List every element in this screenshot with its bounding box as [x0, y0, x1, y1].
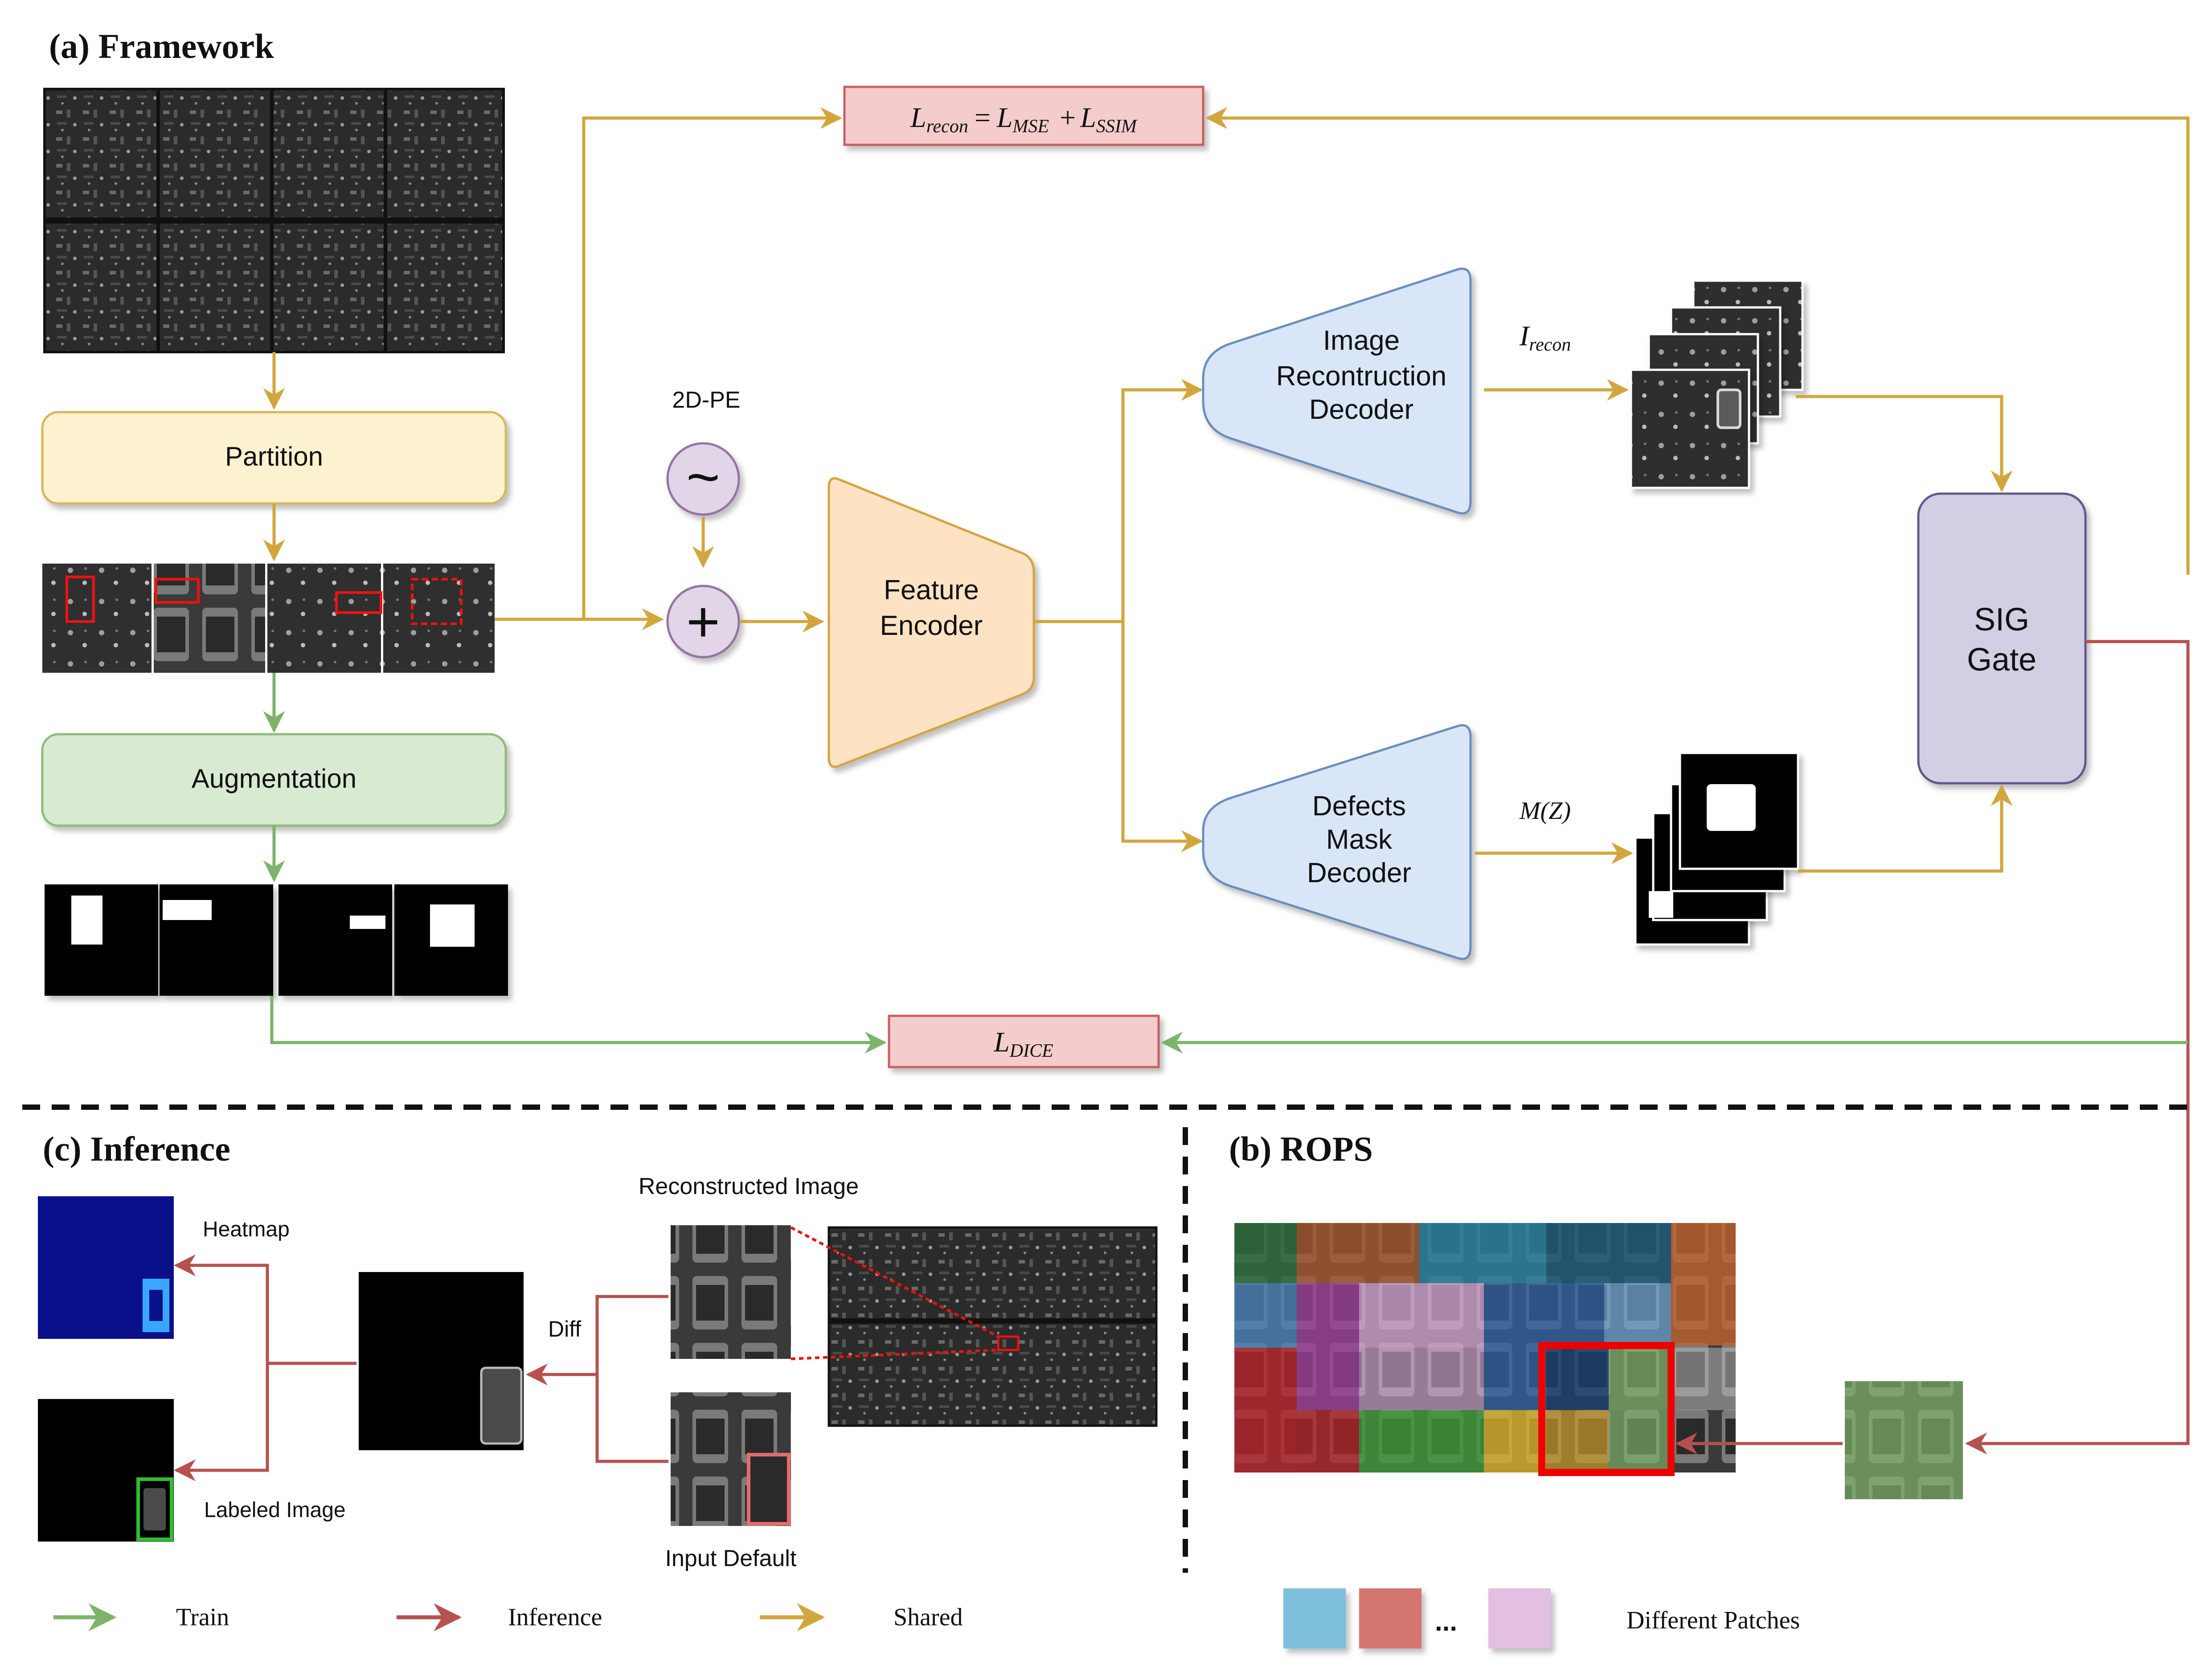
defect-mask-stack [1634, 752, 1799, 946]
partitioned-patches [42, 564, 495, 673]
train-legend-label: Train [176, 1603, 229, 1631]
patches-legend-label: Different Patches [1626, 1607, 1800, 1634]
image-decoder-label: Image [1323, 325, 1400, 356]
rops-patch-grid [1234, 1223, 1736, 1476]
labeled-image [38, 1399, 174, 1542]
augmentation-box: Augmentation [41, 733, 507, 827]
defects-mask-decoder: Defects Mask Decoder [1202, 724, 1472, 960]
inference-arrow [595, 1374, 668, 1463]
augmented-masks [45, 884, 508, 996]
partition-label: Partition [225, 442, 323, 471]
shared-arrow [1798, 784, 2013, 873]
defect-marker [335, 591, 382, 614]
encoder-label: Encoder [880, 610, 983, 641]
shared-arrow [1034, 379, 1203, 623]
reconstruction-loss-box: Lrecon=LMSE+LSSIM [843, 86, 1204, 146]
image-decoder-label: Decoder [1309, 394, 1413, 425]
defect-marker [66, 576, 95, 623]
image-reconstruction-decoder: Image Recontruction Decoder [1202, 267, 1472, 515]
shared-arrow [495, 107, 842, 621]
ellipsis: ... [1435, 1607, 1457, 1636]
dice-loss-box: LDICE [888, 1014, 1160, 1068]
shared-arrow [1796, 395, 2013, 492]
selected-patch-marker [1538, 1342, 1675, 1476]
input-default-image [671, 1392, 791, 1526]
mask-decoder-label: Mask [1326, 824, 1393, 855]
reconstructed-image-label: Reconstructed Image [639, 1174, 859, 1199]
inference-legend-label: Inference [508, 1603, 602, 1631]
sig-gate-label: SIG [1974, 602, 2029, 638]
sig-gate: SIG Gate [1917, 492, 2087, 785]
full-board-image [827, 1226, 1158, 1427]
patch-swatch-pink [1488, 1588, 1551, 1648]
inference-arrow [174, 1363, 269, 1481]
mask-decoder-label: Defects [1312, 791, 1406, 822]
add-node: + [666, 585, 740, 659]
augmentation-label: Augmentation [192, 764, 356, 794]
legend: Train Inference Shared ... Different Pat… [53, 1588, 1800, 1648]
heatmap-label: Heatmap [203, 1218, 290, 1241]
patch-swatch-red [1359, 1588, 1421, 1648]
shared-arrow [1121, 622, 1203, 852]
framework-title: (a) Framework [49, 27, 274, 65]
shared-arrow [1205, 107, 2190, 575]
zoom-region-marker [997, 1335, 1020, 1351]
inference-title: (c) Inference [43, 1129, 230, 1168]
labeled-image-label: Labeled Image [204, 1498, 346, 1522]
irecon-label: Irecon [1519, 320, 1571, 355]
positional-encoding-node: ~ [666, 442, 740, 516]
defect-marker [411, 578, 463, 625]
feature-encoder: Feature Encoder [827, 477, 1035, 768]
dice-loss-formula: LDICE [993, 1026, 1053, 1061]
inference-arrow [174, 1254, 356, 1365]
image-decoder-label: Recontruction [1276, 361, 1447, 392]
shared-legend-label: Shared [893, 1603, 963, 1631]
patch-swatch-blue [1283, 1588, 1346, 1648]
rops-title: (b) ROPS [1229, 1129, 1373, 1168]
zoom-connector [791, 1349, 999, 1360]
zoom-connector [790, 1226, 999, 1338]
encoder-label: Feature [884, 575, 979, 605]
partition-box: Partition [41, 411, 507, 505]
reconstructed-image-stack [1630, 279, 1804, 489]
train-arrow [270, 996, 887, 1054]
tilde-icon: ~ [686, 444, 720, 509]
sig-gate-label: Gate [1967, 642, 2036, 678]
input-default-label: Input Default [665, 1546, 797, 1571]
mask-output-label: M(Z) [1519, 797, 1571, 825]
reconstruction-loss-formula: Lrecon=LMSE+LSSIM [910, 102, 1138, 137]
plus-icon: + [686, 589, 720, 654]
query-patch [1845, 1381, 1963, 1499]
full-pcb-image [43, 88, 505, 353]
defect-marker [155, 578, 200, 604]
inference-arrow [526, 1295, 668, 1386]
mask-decoder-label: Decoder [1307, 858, 1411, 888]
diff-label: Diff [548, 1317, 581, 1342]
pe-label: 2D-PE [672, 387, 740, 413]
heatmap-image [38, 1196, 174, 1339]
diff-image [359, 1272, 524, 1450]
reconstructed-image [671, 1225, 791, 1359]
